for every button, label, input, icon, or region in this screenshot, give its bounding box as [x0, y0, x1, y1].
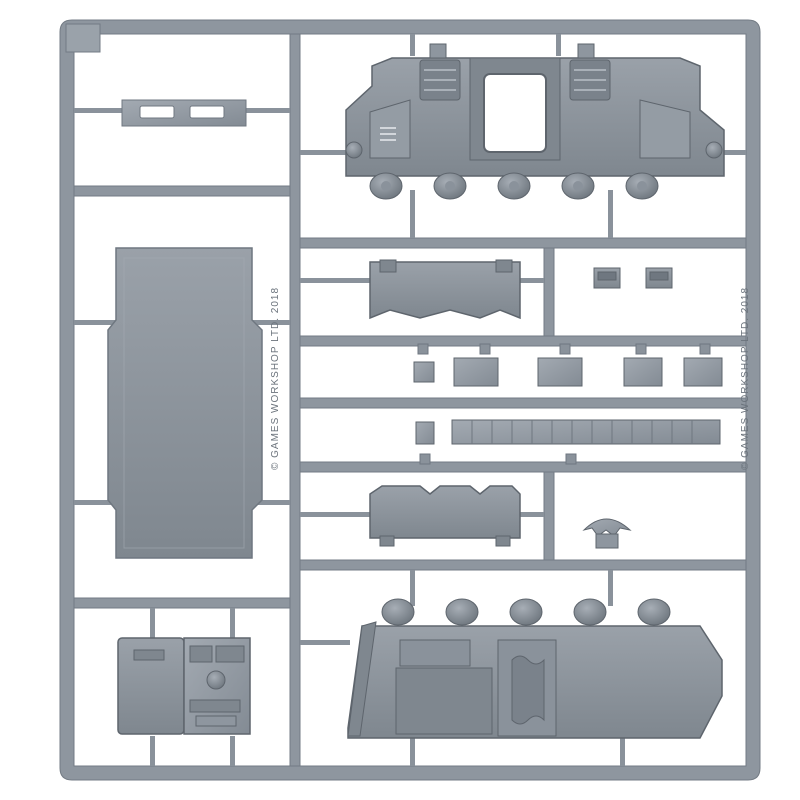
eagle-emblem: [582, 518, 632, 549]
runner-grid: [59, 19, 761, 781]
hull-side-upper: [345, 43, 725, 200]
sprue-copyright-text: © GAMES WORKSHOP LTD. 2018 © GAMES WORKS…: [270, 287, 751, 470]
bracket-pair: [593, 267, 673, 289]
rear-hatch-parts: [117, 637, 251, 735]
track-links-row-2: [415, 419, 721, 445]
svg-text:© GAMES WORKSHOP LTD. 2018: © GAMES WORKSHOP LTD. 2018: [270, 287, 281, 470]
roof-plate: [107, 247, 263, 559]
hull-side-lower: [347, 598, 723, 739]
svg-text:© GAMES WORKSHOP LTD. 2018: © GAMES WORKSHOP LTD. 2018: [740, 287, 751, 470]
track-guard-upper: [369, 259, 521, 320]
vision-slot-bar: [121, 99, 247, 127]
track-links-row-1: [413, 357, 723, 387]
part-number-tabs: [417, 343, 711, 465]
track-guard-lower: [369, 485, 521, 547]
sprue-gates: [74, 34, 746, 766]
